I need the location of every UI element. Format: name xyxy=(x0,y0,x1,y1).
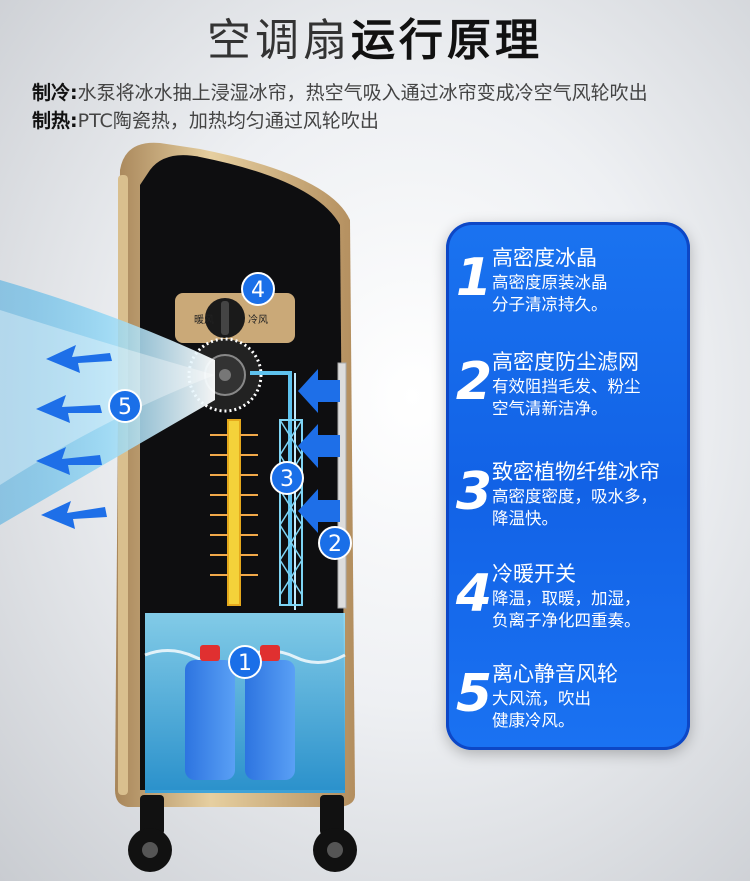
feature-panel: 1 高密度冰晶 高密度原装冰晶 分子清凉持久。 2 高密度防尘滤网 有效阻挡毛发… xyxy=(446,222,690,750)
heating-label: 制热: xyxy=(32,110,78,132)
feature-title: 致密植物纤维冰帘 xyxy=(492,460,660,484)
feature-title: 冷暖开关 xyxy=(492,562,576,586)
feature-desc-line: 降温快。 xyxy=(492,509,558,528)
feature-desc-line: 高密度密度，吸水多， xyxy=(492,487,657,506)
title-part2: 运行原理 xyxy=(351,15,543,66)
feature-desc: 降温，取暖，加湿， 负离子净化四重奏。 xyxy=(492,588,641,632)
svg-text:3: 3 xyxy=(280,467,294,492)
cooling-text: 水泵将冰水抽上浸湿冰帘，热空气吸入通过冰帘变成冷空气风轮吹出 xyxy=(77,82,648,104)
feature-desc-line: 分子清凉持久。 xyxy=(492,295,608,314)
feature-title: 离心静音风轮 xyxy=(492,662,618,686)
feature-number: 5 xyxy=(455,664,493,724)
svg-text:4: 4 xyxy=(251,278,265,303)
feature-number: 3 xyxy=(455,462,493,522)
feature-item: 3 致密植物纤维冰帘 高密度密度，吸水多， 降温快。 xyxy=(446,450,690,546)
feature-desc-line: 健康冷风。 xyxy=(492,711,575,730)
feature-item: 2 高密度防尘滤网 有效阻挡毛发、粉尘 空气清新洁净。 xyxy=(446,340,690,436)
feature-title: 高密度冰晶 xyxy=(492,246,597,270)
page-title: 空调扇运行原理 xyxy=(0,4,750,68)
air-cooler-diagram: 暖风 冷风 xyxy=(0,142,357,872)
feature-desc-line: 有效阻挡毛发、粉尘 xyxy=(492,377,641,396)
marker-5: 5 xyxy=(108,389,142,423)
feature-title: 高密度防尘滤网 xyxy=(492,350,639,374)
feature-desc-line: 空气清新洁净。 xyxy=(492,399,608,418)
feature-desc: 高密度原装冰晶 分子清凉持久。 xyxy=(492,272,608,316)
marker-2: 2 xyxy=(318,526,352,560)
marker-1: 1 xyxy=(228,645,262,679)
feature-item: 5 离心静音风轮 大风流，吹出 健康冷风。 xyxy=(446,652,690,748)
feature-desc-line: 大风流，吹出 xyxy=(492,689,591,708)
feature-desc-line: 高密度原装冰晶 xyxy=(492,273,608,292)
feature-item: 1 高密度冰晶 高密度原装冰晶 分子清凉持久。 xyxy=(446,236,690,332)
knob-cool-label: 冷风 xyxy=(248,313,268,326)
title-part1: 空调扇 xyxy=(207,15,351,66)
cooling-label: 制冷: xyxy=(32,82,78,104)
feature-desc: 大风流，吹出 健康冷风。 xyxy=(492,688,591,732)
svg-text:2: 2 xyxy=(328,532,342,557)
feature-number: 1 xyxy=(455,248,493,308)
feature-number: 4 xyxy=(455,564,493,624)
heating-line: 制热:PTC陶瓷热，加热均匀通过风轮吹出 xyxy=(32,106,379,133)
knob-warm-label: 暖风 xyxy=(194,313,214,326)
cooling-line: 制冷:水泵将冰水抽上浸湿冰帘，热空气吸入通过冰帘变成冷空气风轮吹出 xyxy=(32,78,648,105)
feature-desc: 有效阻挡毛发、粉尘 空气清新洁净。 xyxy=(492,376,641,420)
svg-text:5: 5 xyxy=(118,395,132,420)
feature-desc-line: 负离子净化四重奏。 xyxy=(492,611,641,630)
marker-3: 3 xyxy=(270,461,304,495)
feature-number: 2 xyxy=(455,352,493,412)
feature-item: 4 冷暖开关 降温，取暖，加湿， 负离子净化四重奏。 xyxy=(446,552,690,648)
svg-text:1: 1 xyxy=(238,651,252,676)
marker-4: 4 xyxy=(241,272,275,306)
feature-desc: 高密度密度，吸水多， 降温快。 xyxy=(492,486,657,530)
feature-desc-line: 降温，取暖，加湿， xyxy=(492,589,641,608)
heating-text: PTC陶瓷热，加热均匀通过风轮吹出 xyxy=(77,110,379,132)
